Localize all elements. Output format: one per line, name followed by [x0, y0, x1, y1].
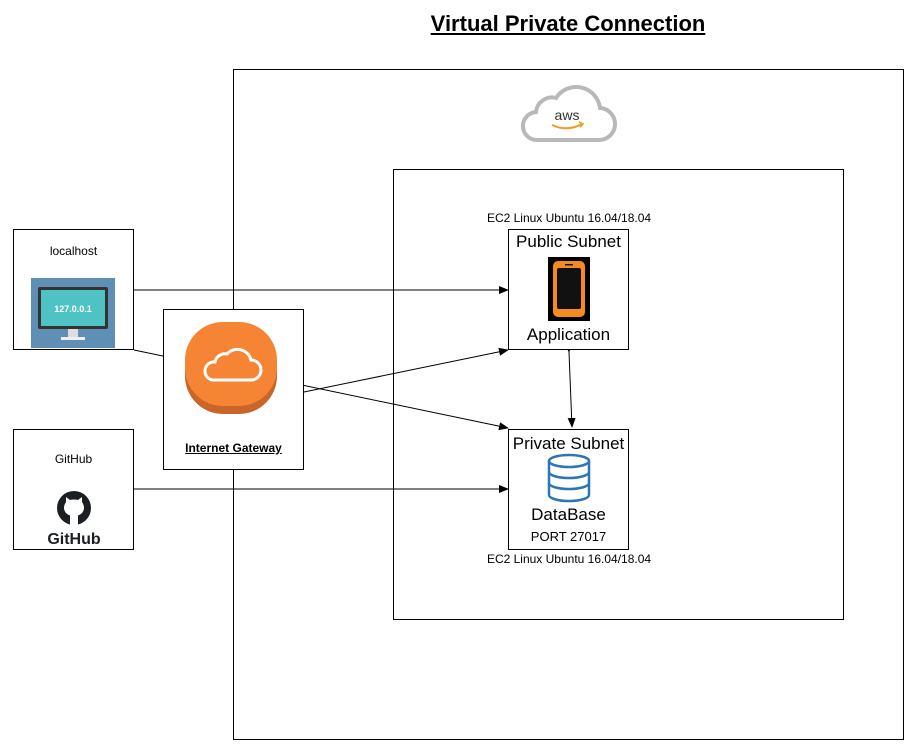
vpc-boundary [393, 169, 844, 620]
github-icon: GitHub [44, 488, 104, 548]
internet-gateway-node: Internet Gateway [163, 309, 304, 470]
github-label: GitHub [54, 452, 93, 466]
public-subnet-title: Public Subnet [516, 232, 621, 251]
monitor-screen-text: 127.0.0.1 [54, 304, 92, 314]
localhost-node: localhost 127.0.0.1 [13, 229, 134, 350]
diagram-title: Virtual Private Connection [430, 11, 706, 36]
cloud-icon [185, 320, 277, 416]
database-icon [546, 453, 592, 503]
public-subnet-caption: EC2 Linux Ubuntu 16.04/18.04 [486, 211, 652, 225]
internet-gateway-label: Internet Gateway [185, 441, 282, 455]
mobile-phone-icon [548, 257, 590, 321]
edge-gateway-to-public [303, 347, 509, 393]
github-node: GitHub GitHub [13, 429, 134, 550]
application-label: Application [526, 325, 611, 344]
public-subnet-node: Public Subnet Application [508, 229, 629, 350]
database-port: PORT 27017 [530, 529, 607, 544]
private-subnet-node: Private Subnet DataBase PORT 27017 [508, 429, 629, 550]
database-label: DataBase [531, 505, 606, 524]
github-logo-text: GitHub [47, 531, 101, 548]
private-subnet-title: Private Subnet [512, 434, 625, 453]
private-subnet-caption: EC2 Linux Ubuntu 16.04/18.04 [486, 552, 652, 566]
localhost-label: localhost [49, 244, 98, 258]
aws-logo-text: aws [555, 107, 580, 123]
monitor-icon: 127.0.0.1 [31, 278, 115, 348]
edge-public-private-bidirectional [564, 342, 576, 428]
aws-logo-icon: aws [516, 82, 618, 148]
